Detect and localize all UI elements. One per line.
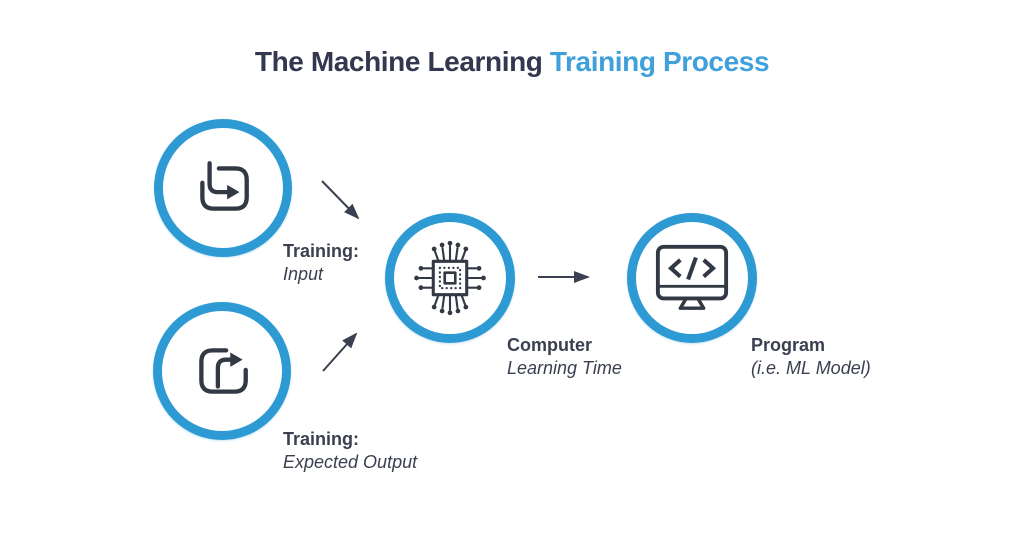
code-monitor-icon: [655, 244, 729, 310]
label-training-expected-output-title: Training:: [283, 429, 359, 449]
node-training-input: [154, 119, 292, 257]
label-program-title: Program: [751, 335, 826, 355]
label-computer: Computer Learning Time: [507, 334, 622, 380]
node-program: [627, 213, 757, 343]
chip-icon: [414, 240, 486, 316]
label-training-input-title: Training:: [283, 241, 359, 261]
node-training-expected-output: [153, 302, 291, 440]
label-training-expected-output: Training: Expected Output: [283, 428, 417, 474]
label-computer-title: Computer: [507, 335, 592, 355]
title-dark-part: The Machine Learning: [254, 46, 543, 77]
title-accent-part: Training Process: [549, 46, 770, 77]
arrow-expected-to-computer: [322, 332, 358, 372]
label-training-input-sub: Input: [283, 264, 324, 284]
label-program: Program (i.e. ML Model): [751, 334, 871, 380]
label-program-sub: (i.e. ML Model): [751, 358, 871, 378]
arrow-input-to-computer: [321, 180, 360, 220]
label-training-expected-output-sub: Expected Output: [283, 452, 418, 472]
node-computer: [385, 213, 515, 343]
label-computer-sub: Learning Time: [507, 358, 622, 378]
export-arrow-icon: [199, 348, 248, 394]
label-training-input: Training: Input: [283, 240, 359, 286]
import-arrow-icon: [200, 161, 249, 211]
page-title: The Machine Learning Training Process: [0, 46, 1024, 78]
